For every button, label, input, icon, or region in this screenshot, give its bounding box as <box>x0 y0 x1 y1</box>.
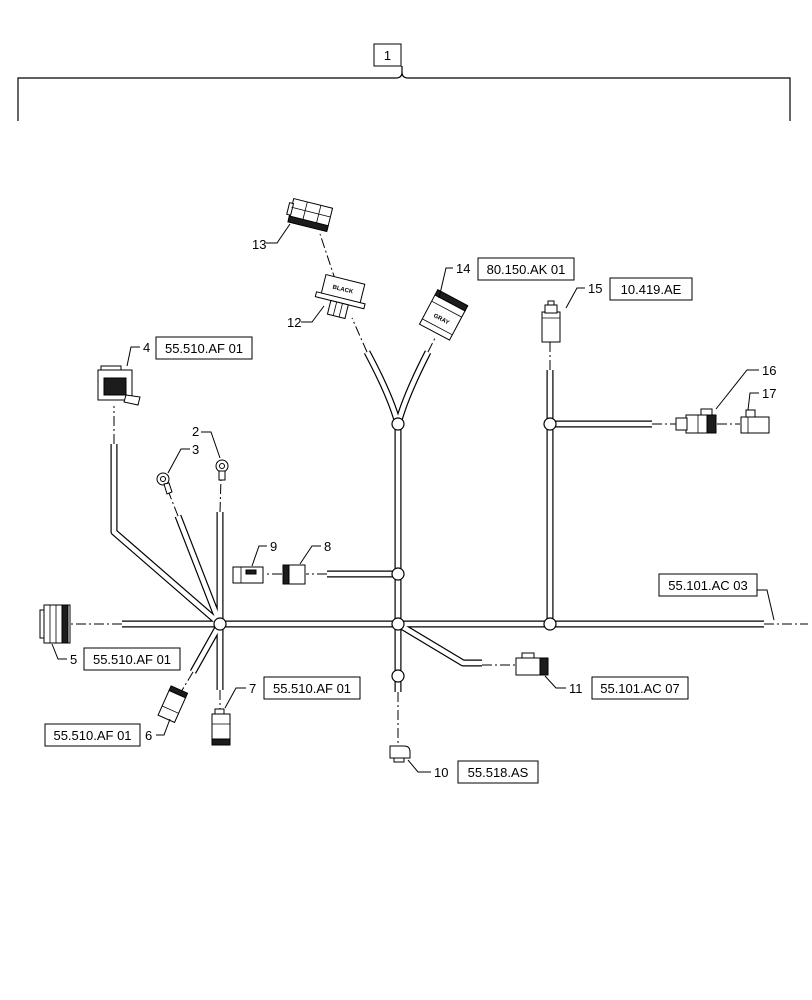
junction <box>543 417 557 431</box>
callout-6[interactable]: 6 <box>145 728 152 743</box>
connector-14: GRAY <box>418 289 469 341</box>
callout-17[interactable]: 17 <box>762 386 776 401</box>
ref-label[interactable]: 55.518.AS <box>468 765 529 780</box>
callout-7[interactable]: 7 <box>249 681 256 696</box>
callout-2[interactable]: 2 <box>192 424 199 439</box>
connector-16 <box>675 408 717 434</box>
ref-link-part-11[interactable]: 55.101.AC 07 <box>591 676 689 700</box>
callout-3[interactable]: 3 <box>192 442 199 457</box>
connection-lines <box>70 233 808 744</box>
junction <box>391 669 405 683</box>
connector-9 <box>232 566 264 584</box>
ref-link-part-14[interactable]: 80.150.AK 01 <box>477 257 575 281</box>
junction <box>543 617 557 631</box>
ref-label[interactable]: 55.101.AC 03 <box>668 578 748 593</box>
callout-12[interactable]: 12 <box>287 315 301 330</box>
connector-15 <box>541 300 561 343</box>
leader-lines <box>51 223 775 773</box>
junction <box>391 617 405 631</box>
harness-junctions <box>213 417 557 683</box>
ring-terminal-3 <box>156 472 173 495</box>
callout-15[interactable]: 15 <box>588 281 602 296</box>
callout-1-box[interactable]: 1 <box>373 43 402 67</box>
ref-label[interactable]: 55.510.AF 01 <box>53 728 131 743</box>
callout-11[interactable]: 11 <box>569 681 583 696</box>
connector-7 <box>211 708 231 746</box>
ref-label[interactable]: 80.150.AK 01 <box>487 262 566 277</box>
ref-label[interactable]: 55.510.AF 01 <box>93 652 171 667</box>
ref-link-part-5[interactable]: 55.510.AF 01 <box>83 647 181 671</box>
connector-8 <box>282 564 306 585</box>
ref-link-part-6[interactable]: 55.510.AF 01 <box>44 723 141 747</box>
ref-label[interactable]: 10.419.AE <box>621 282 682 297</box>
callout-9[interactable]: 9 <box>270 539 277 554</box>
callout-14[interactable]: 14 <box>456 261 470 276</box>
ref-link-part-10[interactable]: 55.518.AS <box>457 760 539 784</box>
ref-link-continuation[interactable]: 55.101.AC 03 <box>658 573 758 597</box>
assembly-bracket <box>17 66 791 121</box>
ref-label[interactable]: 55.510.AF 01 <box>273 681 351 696</box>
callout-5[interactable]: 5 <box>70 652 77 667</box>
connector-17 <box>740 409 770 434</box>
junction <box>391 567 405 581</box>
junction <box>391 417 405 431</box>
ref-link-part-4[interactable]: 55.510.AF 01 <box>155 336 253 360</box>
ring-terminal-2 <box>215 459 229 481</box>
connector-12: BLACK <box>314 273 366 320</box>
harness-core <box>114 352 764 692</box>
connector-13 <box>286 197 334 233</box>
connector-4 <box>97 365 141 406</box>
callout-10[interactable]: 10 <box>434 765 448 780</box>
callout-1[interactable]: 1 <box>384 48 391 63</box>
connector-6 <box>157 685 189 724</box>
connector-10 <box>389 745 411 763</box>
connector-5 <box>39 604 71 644</box>
callout-8[interactable]: 8 <box>324 539 331 554</box>
ref-link-part-15[interactable]: 10.419.AE <box>609 277 693 301</box>
ref-label[interactable]: 55.101.AC 07 <box>600 681 680 696</box>
callout-4[interactable]: 4 <box>143 340 150 355</box>
ref-link-part-7[interactable]: 55.510.AF 01 <box>263 676 361 700</box>
connector-11 <box>515 652 549 676</box>
ref-label[interactable]: 55.510.AF 01 <box>165 341 243 356</box>
connector-12-marking: BLACK <box>332 285 354 296</box>
junction <box>213 617 227 631</box>
callout-13[interactable]: 13 <box>252 237 266 252</box>
callout-16[interactable]: 16 <box>762 363 776 378</box>
